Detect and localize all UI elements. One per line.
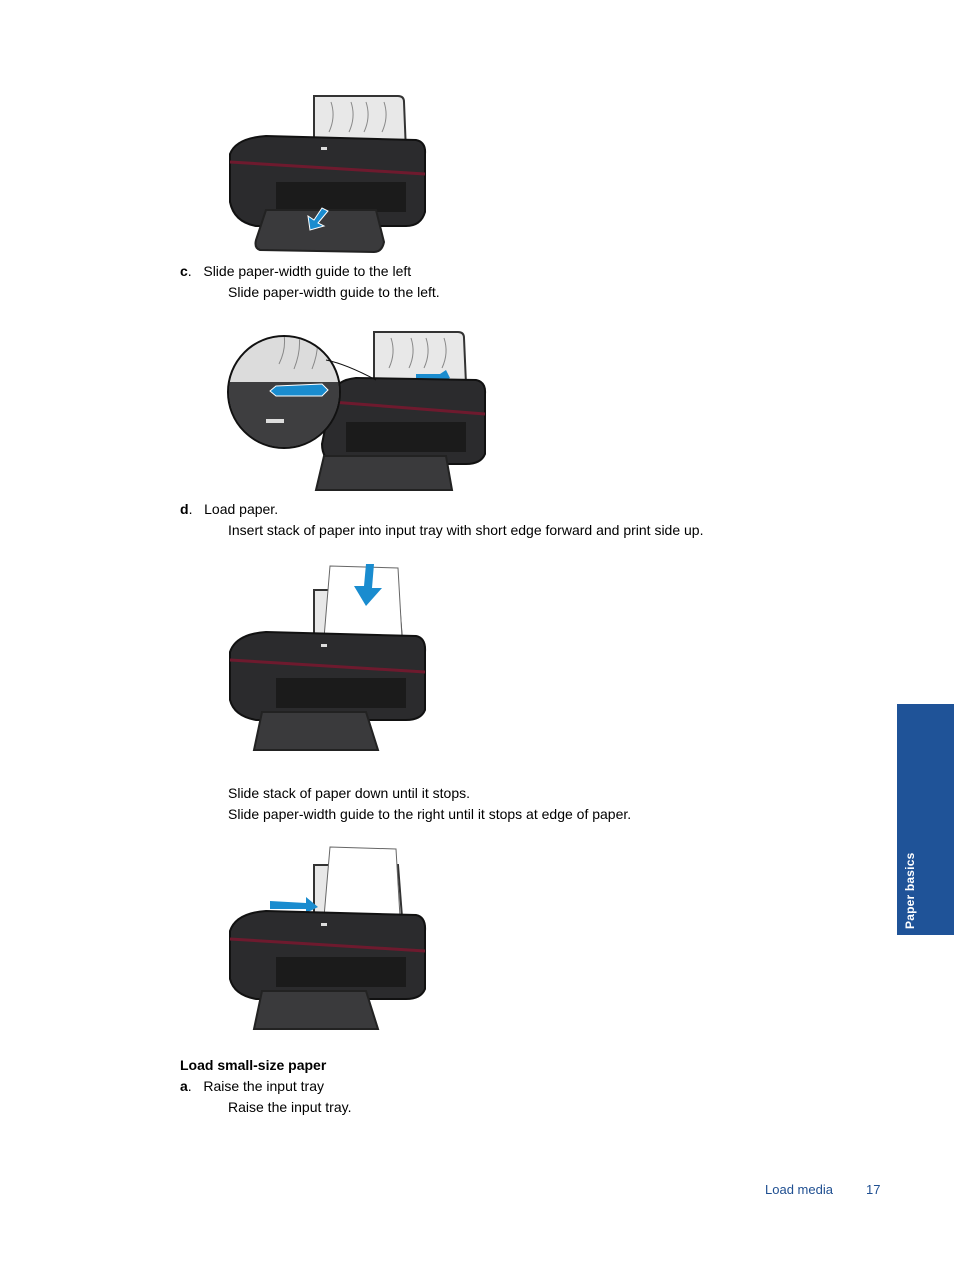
footer-section-link[interactable]: Load media xyxy=(765,1182,833,1197)
step-title: Load paper. xyxy=(204,501,279,517)
side-tab xyxy=(897,704,954,935)
page-number: 17 xyxy=(866,1182,881,1197)
figure-paper-guide-right xyxy=(229,846,427,1030)
step-c: c. Slide paper-width guide to the left xyxy=(180,263,411,279)
step-a-body: Raise the input tray. xyxy=(228,1099,352,1115)
section-heading: Load small-size paper xyxy=(180,1057,327,1073)
step-c-body: Slide paper-width guide to the left. xyxy=(228,284,440,300)
step-d-body-3: Slide paper-width guide to the right unt… xyxy=(228,806,632,822)
figure-extend-output-tray xyxy=(229,95,427,254)
step-letter: a xyxy=(180,1078,188,1094)
step-letter-dot: . xyxy=(188,501,193,517)
step-letter: c xyxy=(180,263,188,279)
step-title: Slide paper-width guide to the left xyxy=(203,263,412,279)
step-d: d. Load paper. xyxy=(180,501,278,517)
step-letter-dot: . xyxy=(187,263,192,279)
step-a: a. Raise the input tray xyxy=(180,1078,324,1094)
figure-insert-paper xyxy=(229,564,427,751)
step-title: Raise the input tray xyxy=(203,1078,324,1094)
figure-paper-guide-left xyxy=(227,331,487,491)
step-d-body: Insert stack of paper into input tray wi… xyxy=(228,522,704,538)
side-tab-label: Paper basics xyxy=(903,852,917,929)
step-letter: d xyxy=(180,501,189,517)
step-letter-dot: . xyxy=(187,1078,192,1094)
step-d-body-2: Slide stack of paper down until it stops… xyxy=(228,785,471,801)
